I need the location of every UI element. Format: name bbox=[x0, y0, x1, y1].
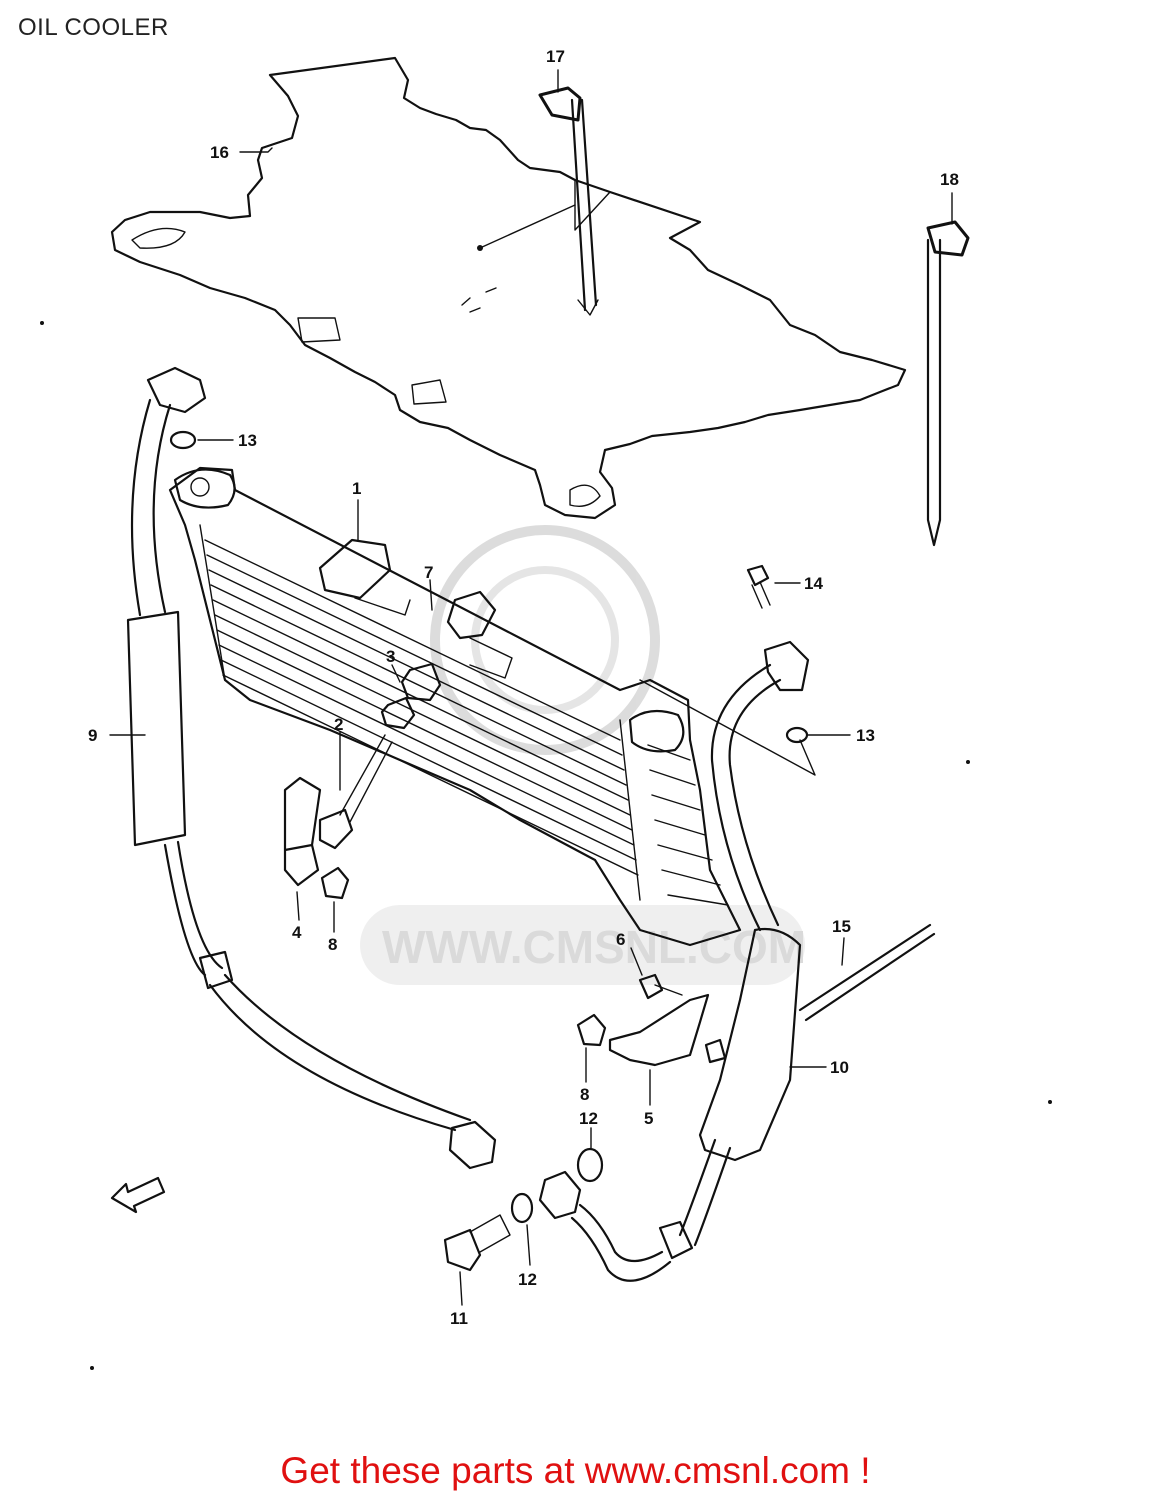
callout-13-right: 13 bbox=[856, 726, 875, 745]
part-2-bolt[interactable] bbox=[318, 734, 393, 850]
part-18-mounting-rod[interactable] bbox=[926, 220, 970, 547]
callout-6: 6 bbox=[616, 930, 625, 949]
part-1-oil-cooler[interactable] bbox=[168, 466, 742, 947]
front-direction-arrow-icon bbox=[110, 1176, 166, 1214]
part-5-bracket[interactable] bbox=[608, 993, 710, 1067]
callout-14: 14 bbox=[804, 574, 823, 593]
part-4-bracket[interactable] bbox=[283, 776, 322, 887]
callout-12-upper: 12 bbox=[579, 1109, 598, 1128]
callout-5: 5 bbox=[644, 1109, 653, 1128]
part-10-oil-hose[interactable] bbox=[538, 640, 810, 1282]
part-16-bracket-plate[interactable] bbox=[110, 56, 907, 520]
callout-4: 4 bbox=[292, 923, 302, 942]
part-15-rod[interactable] bbox=[798, 923, 936, 1022]
part-13-washer-upper[interactable] bbox=[169, 430, 197, 450]
callout-12-lower: 12 bbox=[518, 1270, 537, 1289]
part-9-oil-hose[interactable] bbox=[126, 366, 497, 1170]
callout-17: 17 bbox=[546, 47, 565, 66]
callout-2: 2 bbox=[334, 715, 343, 734]
part-7-grommet[interactable] bbox=[446, 590, 513, 679]
callout-numbers: 16 17 18 1 7 3 2 13 13 14 9 4 8 6 15 10 … bbox=[88, 47, 959, 1328]
part-12-washer-lower[interactable] bbox=[510, 1192, 534, 1224]
callout-9: 9 bbox=[88, 726, 97, 745]
callout-18: 18 bbox=[940, 170, 959, 189]
part-14-banjo-bolt[interactable] bbox=[746, 564, 771, 609]
callout-11: 11 bbox=[450, 1309, 468, 1328]
part-13-washer-right[interactable] bbox=[785, 726, 809, 744]
part-6-bolt[interactable] bbox=[638, 973, 683, 1000]
part-12-washer-upper[interactable] bbox=[576, 1147, 604, 1183]
leader-lines bbox=[109, 69, 953, 1306]
diagram-title: OIL COOLER bbox=[18, 14, 169, 41]
callout-13-upper: 13 bbox=[238, 431, 257, 450]
watermark-text: WWW.CMSNL.COM bbox=[382, 921, 806, 973]
callout-3: 3 bbox=[386, 647, 395, 666]
part-8-nut-lower[interactable] bbox=[576, 1013, 727, 1064]
watermark-logo: WWW.CMSNL.COM bbox=[360, 525, 806, 985]
callout-8-lower: 8 bbox=[580, 1085, 589, 1104]
callout-8-left: 8 bbox=[328, 935, 337, 954]
callout-7: 7 bbox=[424, 563, 433, 582]
callout-15: 15 bbox=[832, 917, 851, 936]
part-17-mounting-rod[interactable] bbox=[538, 86, 599, 316]
callout-16: 16 bbox=[210, 143, 229, 162]
part-8-nut-left[interactable] bbox=[320, 866, 350, 900]
part-11-union-bolt[interactable] bbox=[443, 1214, 511, 1272]
scan-specks bbox=[40, 321, 1052, 1370]
callout-10: 10 bbox=[830, 1058, 849, 1077]
callout-1: 1 bbox=[352, 479, 361, 498]
part-3-collar[interactable] bbox=[380, 662, 442, 730]
promo-link[interactable]: Get these parts at www.cmsnl.com ! bbox=[280, 1450, 871, 1491]
